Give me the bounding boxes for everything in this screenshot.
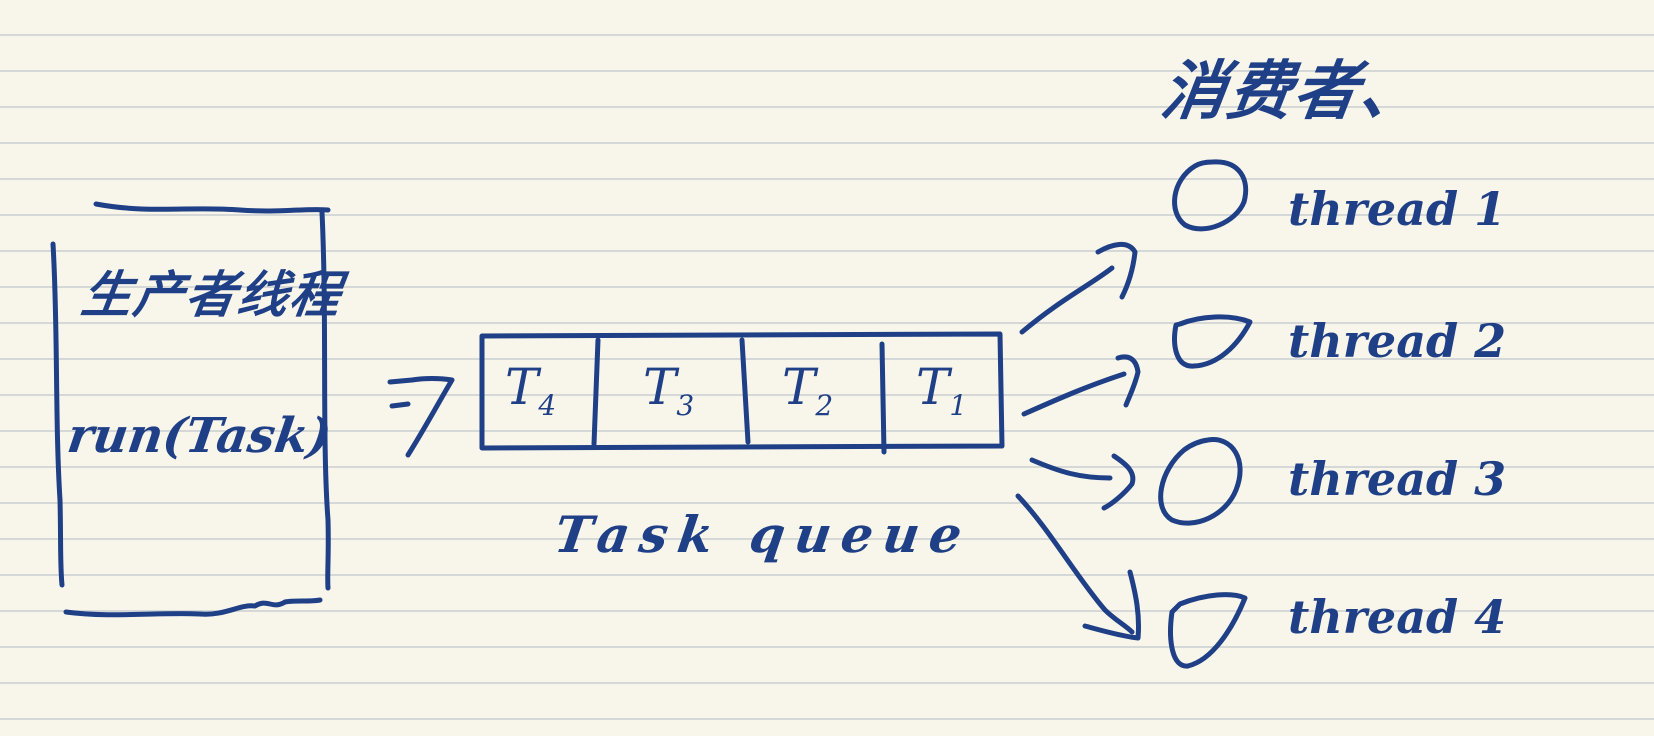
consumer-title: 消费者、 xyxy=(1156,54,1432,129)
consumer-circle-2 xyxy=(1172,314,1253,369)
task-index: 2 xyxy=(815,389,834,422)
task-index: 4 xyxy=(538,389,557,422)
thread-label-2: thread 2 xyxy=(1288,314,1507,368)
queue-task-1: T1 xyxy=(916,362,967,420)
task-queue-label: Task queue xyxy=(550,505,976,564)
thread-label-3: thread 3 xyxy=(1288,452,1507,506)
task-name: T xyxy=(505,358,539,416)
thread-label-1: thread 1 xyxy=(1288,182,1507,236)
producer-title: 生产者线程 xyxy=(77,265,347,324)
queue-task-3: T3 xyxy=(643,362,694,420)
task-index: 1 xyxy=(949,389,968,422)
producer-box xyxy=(50,201,331,618)
thread-label-4: thread 4 xyxy=(1288,590,1507,644)
queue-task-4: T4 xyxy=(505,362,556,420)
consumer-circle-3 xyxy=(1158,437,1243,526)
consumer-circle-4 xyxy=(1168,592,1248,669)
consumer-circles xyxy=(1158,159,1253,669)
task-name: T xyxy=(782,358,816,416)
task-queue-box xyxy=(479,331,1005,455)
producer-call-label: run(Task) xyxy=(64,408,335,464)
producer-to-queue-arrow xyxy=(387,376,455,458)
consumer-circle-1 xyxy=(1172,159,1249,232)
task-name: T xyxy=(643,358,677,416)
queue-task-2: T2 xyxy=(782,362,833,420)
task-index: 3 xyxy=(676,389,695,422)
task-name: T xyxy=(916,358,950,416)
queue-to-thread-arrows xyxy=(1015,242,1141,641)
